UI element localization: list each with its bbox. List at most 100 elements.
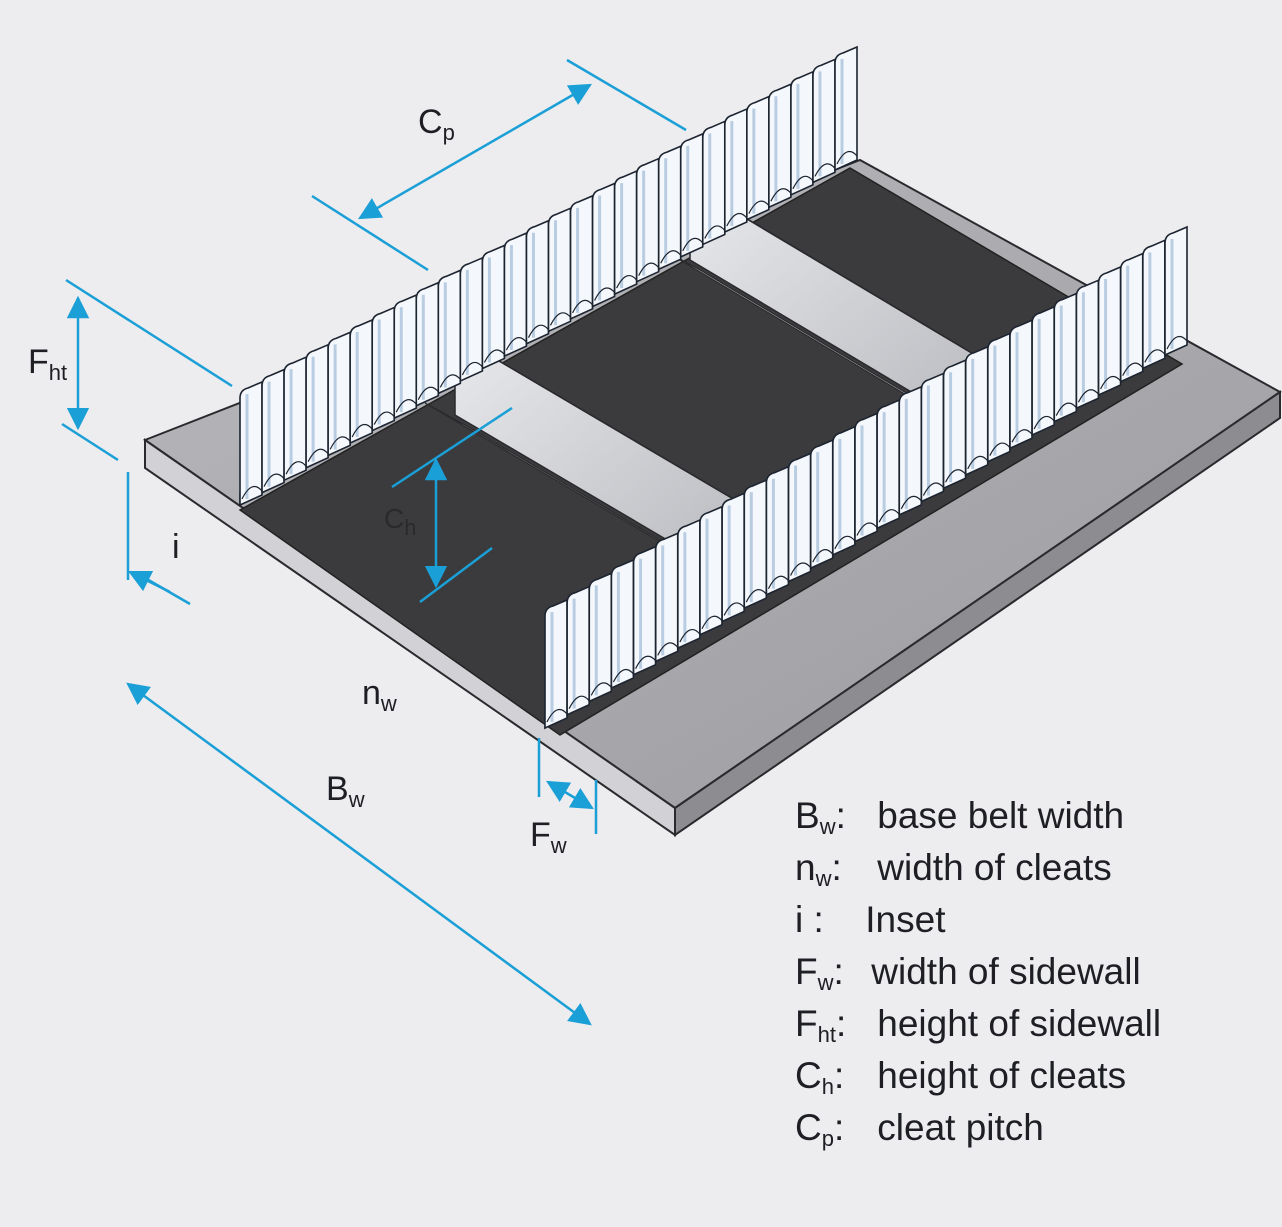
legend-separator: : xyxy=(833,1107,845,1148)
legend-row-fw: Fw: width of sidewall xyxy=(795,951,1161,1003)
sidewall-corrugation xyxy=(371,306,396,432)
label-fw-sub: w xyxy=(550,833,567,858)
sidewall-corrugation xyxy=(1075,279,1100,410)
sidewall-corrugation xyxy=(876,398,900,530)
legend-symbol: i : xyxy=(795,899,855,941)
sidewall-corrugation xyxy=(632,545,657,676)
label-i-main: i xyxy=(172,528,180,566)
sidewall-corrugation xyxy=(765,465,790,597)
sidewall-corrugation xyxy=(239,380,263,507)
sidewall-corrugation xyxy=(677,518,701,650)
label-ch: Ch xyxy=(384,505,416,539)
sidewall-corrugation xyxy=(566,585,590,716)
legend-text: cleat pitch xyxy=(877,1107,1044,1148)
sidewall-corrugation xyxy=(327,331,351,457)
legend-row-cp: Cp: cleat pitch xyxy=(795,1107,1161,1159)
legend-symbol: Bw: xyxy=(795,795,867,848)
sidewall-corrugation xyxy=(768,83,792,209)
legend-symbol-sub: ht xyxy=(817,1022,836,1047)
sidewall-corrugation xyxy=(699,505,723,636)
legend-symbol-main: C xyxy=(795,1107,822,1148)
legend-symbol: Fw: xyxy=(795,951,861,1004)
sidewall-corrugation xyxy=(1097,265,1122,397)
legend-symbol-main: C xyxy=(795,1055,822,1096)
sidewall-corrugation xyxy=(743,478,768,610)
legend-symbol-main: F xyxy=(795,1003,818,1044)
fw-arrow xyxy=(546,780,594,810)
legend-text: base belt width xyxy=(877,795,1125,836)
sidewall-corrugation xyxy=(724,107,748,234)
sidewall-front xyxy=(544,225,1188,730)
label-cp: Cp xyxy=(418,105,455,144)
sidewall-corrugation xyxy=(1009,319,1033,450)
legend-symbol-sub: w xyxy=(815,866,832,891)
label-fht-main: F xyxy=(28,343,49,381)
legend-symbol: Ch: xyxy=(795,1055,867,1108)
sidewall-corrugation xyxy=(503,231,528,358)
sidewall-corrugation xyxy=(942,359,967,490)
label-nw-sub: w xyxy=(380,691,397,716)
legend-separator: : xyxy=(835,1003,847,1044)
legend-separator: : xyxy=(813,899,824,940)
bw-arrow xyxy=(126,682,592,1026)
cleats xyxy=(424,183,990,591)
label-fw-main: F xyxy=(530,816,551,854)
sidewall-corrugation xyxy=(787,452,812,583)
legend-separator: : xyxy=(833,951,844,992)
sidewall-corrugation xyxy=(525,219,550,345)
sidewall-corrugation xyxy=(834,45,858,172)
legend-text: height of sidewall xyxy=(877,1003,1162,1044)
sidewall-corrugation xyxy=(635,157,660,283)
sidewall-corrugation xyxy=(920,372,945,503)
sidewall-corrugation xyxy=(679,132,704,259)
sidewall-corrugation xyxy=(547,207,572,333)
sidewall-corrugation xyxy=(283,355,307,482)
legend-symbol-sub: p xyxy=(821,1126,834,1151)
sidewall-corrugation xyxy=(349,318,373,445)
legend-separator: : xyxy=(831,847,842,888)
i-arrow xyxy=(127,570,171,594)
sidewall-corrugation xyxy=(1031,305,1055,437)
label-fht: Fht xyxy=(28,345,67,384)
label-bw: Bw xyxy=(326,772,365,811)
sidewall-corrugation xyxy=(1142,239,1166,370)
legend-symbol-sub: w xyxy=(817,970,834,995)
legend-symbol-sub: w xyxy=(819,814,836,839)
legend-separator: : xyxy=(833,1055,845,1096)
sidewall-corrugation xyxy=(588,572,613,703)
label-nw-main: n xyxy=(362,674,381,712)
sidewall-corrugation xyxy=(544,598,568,730)
label-i: i xyxy=(172,530,180,564)
label-bw-sub: w xyxy=(348,787,365,812)
legend-symbol-main: i xyxy=(795,899,804,940)
sidewall-corrugation xyxy=(591,182,616,308)
label-cp-sub: p xyxy=(442,120,455,145)
sidewall-corrugation xyxy=(610,558,635,690)
sidewall-corrugation xyxy=(1164,225,1188,357)
sidewall-corrugation xyxy=(657,145,682,271)
sidewall-corrugation xyxy=(415,281,440,407)
legend-text: Inset xyxy=(865,899,946,940)
sidewall-corrugation xyxy=(654,532,679,663)
label-bw-main: B xyxy=(326,770,349,808)
legend-row-nw: nw: width of cleats xyxy=(795,847,1161,899)
sidewall-corrugation xyxy=(790,70,814,197)
legend-symbol-main: B xyxy=(795,795,820,836)
label-nw: nw xyxy=(362,676,397,715)
sidewall-corrugation xyxy=(964,345,989,477)
sidewall-corrugation xyxy=(812,58,836,184)
sidewall-corrugation xyxy=(854,412,878,543)
legend: Bw: base belt width nw: width of cleats … xyxy=(795,795,1161,1159)
sidewall-corrugation xyxy=(1053,292,1078,423)
belt-surface xyxy=(238,167,1184,736)
legend-row-fht: Fht: height of sidewall xyxy=(795,1003,1161,1055)
sidewall-corrugation xyxy=(809,438,834,570)
sidewall-corrugation xyxy=(1119,252,1144,383)
legend-row-bw: Bw: base belt width xyxy=(795,795,1161,847)
legend-symbol: Fht: xyxy=(795,1003,867,1056)
legend-symbol: Cp: xyxy=(795,1107,867,1160)
label-fw: Fw xyxy=(530,818,567,857)
sidewall-corrugation xyxy=(832,425,856,557)
cp-arrow xyxy=(358,83,592,220)
sidewall-corrugation xyxy=(393,293,418,420)
